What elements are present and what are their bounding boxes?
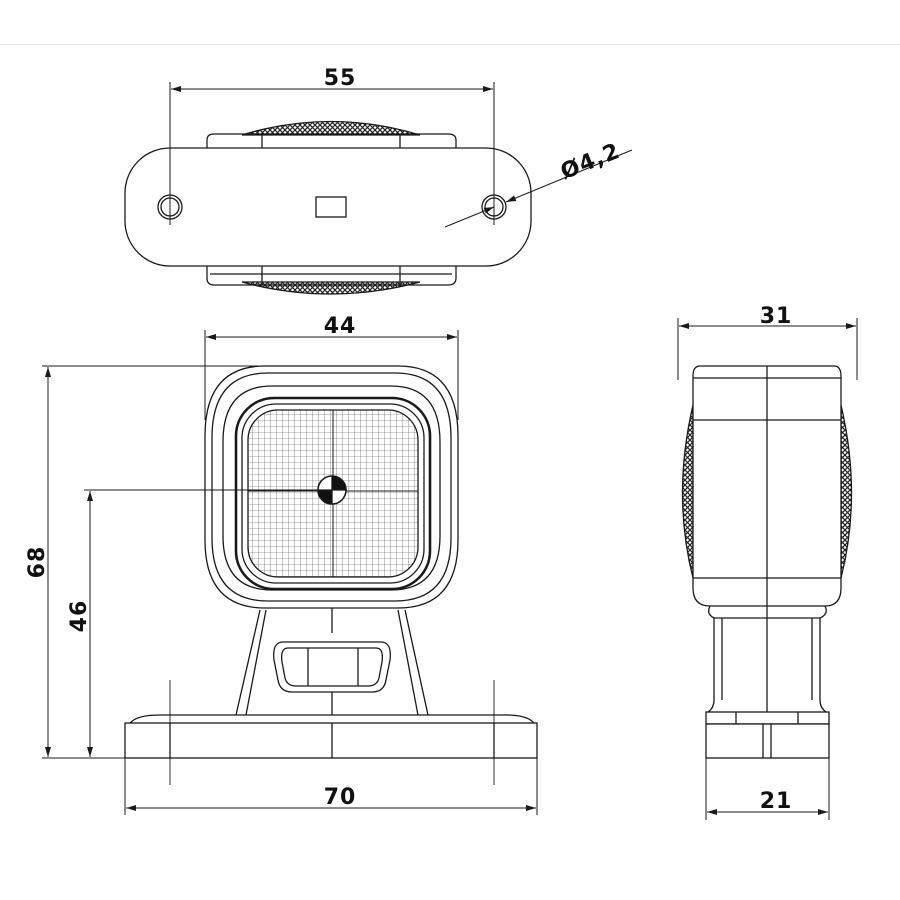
label-front-width: 44 <box>324 314 357 339</box>
label-side-base-depth: 21 <box>760 789 793 814</box>
label-side-depth: 31 <box>760 304 793 329</box>
dimension-front-width <box>204 330 459 420</box>
dimension-side-depth <box>677 318 858 380</box>
label-center-height: 46 <box>67 600 92 633</box>
top-view <box>124 120 532 295</box>
dimension-hole-diameter <box>444 149 633 228</box>
side-view <box>681 365 853 759</box>
label-top-width: 55 <box>324 66 357 91</box>
dimension-base-width <box>124 758 538 815</box>
front-view <box>124 365 538 785</box>
label-hole-diameter: Ø4,2 <box>557 139 624 185</box>
dimension-total-height <box>42 365 330 759</box>
label-total-height: 68 <box>25 546 50 579</box>
dimension-top-width <box>169 82 495 225</box>
header-divider <box>0 44 900 45</box>
dimension-side-base-depth <box>705 758 830 820</box>
dimension-center-height <box>84 489 332 757</box>
label-base-width: 70 <box>324 785 357 810</box>
